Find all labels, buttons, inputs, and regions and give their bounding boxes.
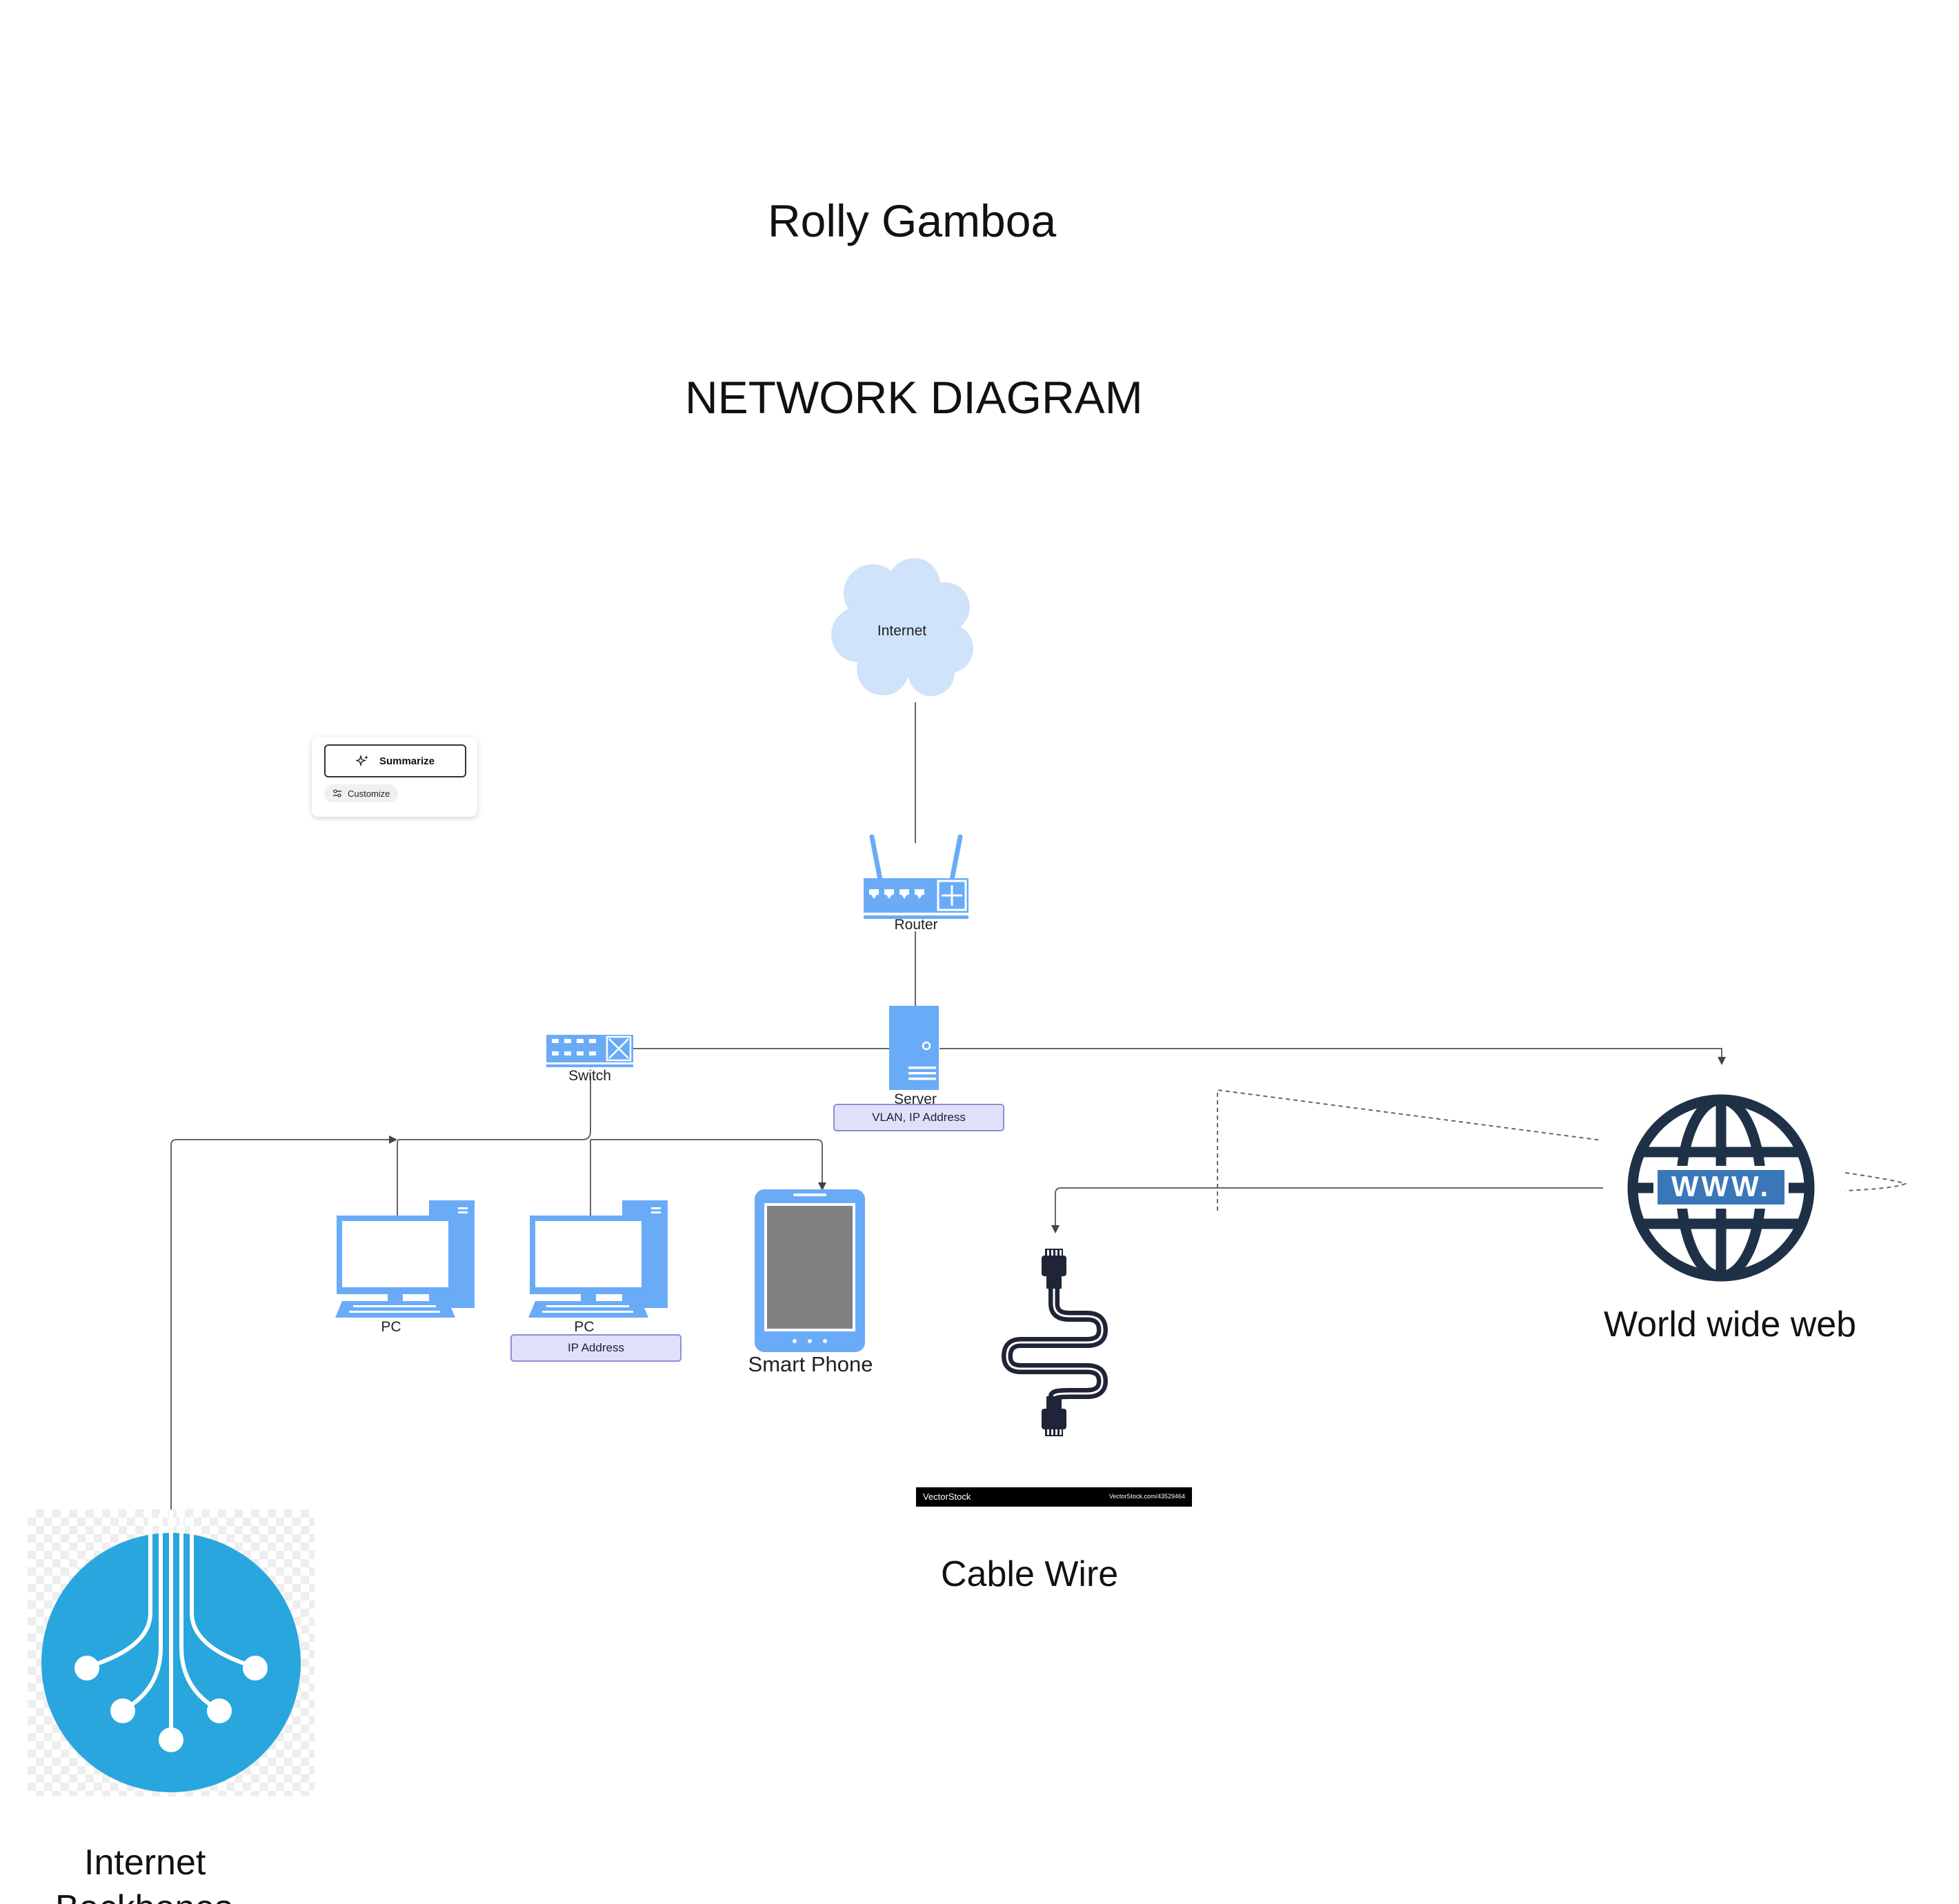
desktop-pc-icon — [335, 1200, 475, 1318]
wire-www-cable — [1051, 1187, 1603, 1233]
switch-node[interactable]: Switch — [545, 1033, 635, 1089]
backbone-network-icon — [41, 1510, 301, 1792]
internet-backbones-caption-line1: Internet — [84, 1843, 206, 1883]
summarize-label: Summarize — [379, 755, 435, 767]
pc-node-1[interactable]: PC — [332, 1199, 477, 1335]
world-wide-web-caption: World wide web — [1604, 1305, 1857, 1345]
wire-backbone-bus — [170, 1136, 397, 1514]
banner-url: VectorStock.com/43529464 — [1108, 1493, 1185, 1500]
pc-2-label: PC — [574, 1319, 595, 1335]
author-name: Rolly Gamboa — [768, 195, 1057, 246]
dashed-link-www — [1217, 1089, 1602, 1211]
customize-label: Customize — [348, 788, 390, 799]
internet-backbones-caption-line2: Backbones — [55, 1887, 232, 1904]
banner-brand: VectorStock — [923, 1491, 971, 1502]
internet-cloud-label: Internet — [877, 623, 927, 639]
world-wide-web-image[interactable]: WWW. — [1624, 1091, 1818, 1285]
desktop-pc-icon — [528, 1200, 668, 1318]
internet-cloud-node[interactable]: Internet — [828, 555, 976, 704]
cable-wire-caption: Cable Wire — [941, 1554, 1119, 1594]
server-vlan-tag: VLAN, IP Address — [833, 1104, 1004, 1131]
router-icon — [864, 834, 968, 919]
ai-action-panel: Summarize Customize — [312, 737, 477, 817]
dashed-link-right — [1844, 1172, 1907, 1191]
diagram-title: NETWORK DIAGRAM — [685, 372, 1143, 423]
cloud-icon — [831, 558, 973, 696]
vectorstock-banner: VectorStock VectorStock.com/43529464 — [916, 1487, 1192, 1507]
summarize-button[interactable]: Summarize — [324, 744, 466, 777]
smart-phone-node[interactable]: Smart Phone — [748, 1188, 873, 1382]
sliders-icon — [333, 789, 341, 797]
switch-label: Switch — [568, 1068, 611, 1084]
www-badge-text: WWW. — [1671, 1170, 1771, 1202]
ethernet-cable-icon — [1001, 1249, 1108, 1436]
cable-wire-image[interactable]: VectorStock VectorStock.com/43529464 — [916, 1228, 1192, 1507]
switch-icon — [546, 1035, 633, 1067]
server-icon — [889, 1006, 939, 1090]
www-globe-icon: WWW. — [1627, 1094, 1815, 1282]
router-node[interactable]: Router — [861, 831, 971, 935]
pc-node-2[interactable]: PC — [526, 1199, 670, 1335]
sparkle-icon — [355, 754, 368, 767]
server-node[interactable]: Server — [886, 1006, 944, 1109]
pc-2-ip-tag: IP Address — [510, 1334, 682, 1362]
wire-server-www — [939, 1048, 1726, 1065]
pc-1-label: PC — [381, 1319, 401, 1335]
customize-button[interactable]: Customize — [324, 784, 399, 802]
wire-switch-bus — [397, 1076, 591, 1218]
internet-backbones-image[interactable] — [28, 1509, 315, 1796]
wire-switch-phone — [590, 1139, 826, 1191]
server-label: Server — [894, 1091, 937, 1107]
smart-phone-icon — [755, 1189, 865, 1352]
smart-phone-label: Smart Phone — [748, 1352, 873, 1376]
router-label: Router — [894, 917, 938, 933]
